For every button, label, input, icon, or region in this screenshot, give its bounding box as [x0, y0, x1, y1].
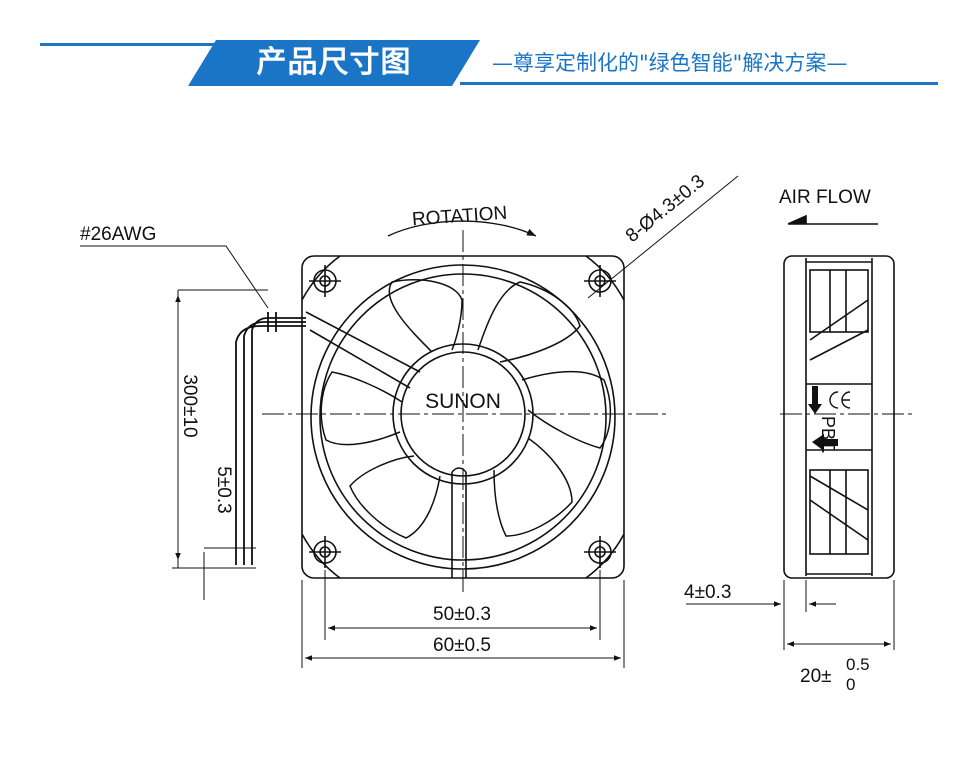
flange-thickness-label: 4±0.3	[684, 582, 731, 603]
depth-tolerance-upper: 0.5	[846, 655, 870, 674]
ce-mark-icon	[829, 391, 851, 409]
side-marking-label: PBT.	[818, 416, 838, 454]
lead-wires	[235, 312, 306, 565]
title-banner	[188, 40, 480, 86]
page-header: 产品尺寸图 —尊享定制化的"绿色智能"解决方案—	[0, 0, 980, 100]
hole-spacing-label: 50±0.3	[433, 604, 491, 625]
depth-tolerance-lower: 0	[846, 675, 855, 694]
awg-leader	[80, 245, 269, 309]
mounting-holes	[309, 265, 616, 568]
airflow-label: AIR FLOW	[779, 187, 871, 208]
airflow-arrow	[787, 214, 878, 225]
arrow-left-icon	[812, 434, 838, 451]
fan-blades	[320, 279, 612, 539]
page-title: 产品尺寸图	[256, 45, 412, 80]
page-subtitle: —尊享定制化的"绿色智能"解决方案—	[492, 51, 848, 75]
wire-rib	[451, 467, 467, 578]
width-dimensions	[301, 570, 625, 668]
wire-gauge-label: #26AWG	[80, 224, 156, 245]
lead-length-label: 300±10	[179, 374, 200, 437]
frame-corner-bevels	[301, 255, 625, 579]
centerlines	[262, 230, 912, 592]
frame-width-label: 60±0.5	[433, 635, 491, 656]
fan-side-view	[783, 255, 895, 579]
rotation-label: ROTATION	[411, 203, 508, 231]
wire-channel	[305, 311, 421, 389]
rotation-arrow	[387, 220, 537, 237]
depth-label: 20±	[800, 666, 832, 687]
header-rule-right	[460, 82, 938, 85]
side-label-icons	[808, 386, 838, 451]
side-dimensions	[686, 580, 895, 650]
hole-spec-leader	[587, 175, 739, 299]
strip-length-label: 5±0.3	[213, 466, 234, 513]
lead-length-dimension	[172, 289, 268, 600]
header-rule-left	[40, 43, 230, 46]
arrow-down-icon	[808, 386, 822, 414]
brand-label: SUNON	[425, 390, 501, 413]
